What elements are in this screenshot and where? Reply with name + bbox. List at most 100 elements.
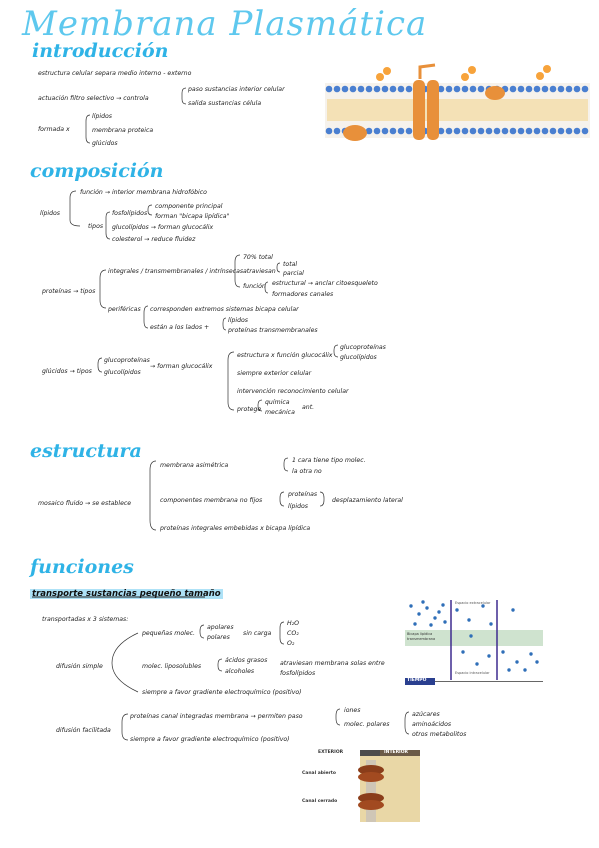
lipid-head [365,85,373,93]
lipid-head [581,127,589,135]
diffusion-bottom-label: Espacio intracelular [455,671,490,675]
comp-fosfo: fosfolípidos [112,210,148,217]
bracket-proteinas [99,269,107,309]
comp-p2: están a los lados + [150,324,210,331]
diffusion-illustration [405,600,543,685]
lipid-head [373,127,381,135]
lipid-head [573,85,581,93]
lipid-head [325,85,333,93]
bracket-lados [222,317,227,331]
func-pm-a: apolares [207,624,234,631]
section-funciones: funciones [30,556,134,578]
solute-dot [443,620,447,624]
comp-p2a: lípidos [228,317,249,324]
func-pc-b1: azúcares [412,711,440,718]
channel-open-label: Canal abierto [302,771,337,776]
lipid-head [565,85,573,93]
channel-illustration [358,750,420,822]
func-ml: molec. liposolubles [142,663,202,670]
bracket-gc1 [333,344,339,358]
section-introduccion: introducción [32,40,169,62]
lipid-head [437,85,445,93]
estr-e1: membrana asimétrica [160,462,229,469]
comp-gf: → forman glucocálix [150,363,213,370]
section-estructura: estructura [30,440,142,462]
func-difs: difusión simple [56,663,103,670]
lipid-head [333,85,341,93]
lipid-head [509,85,517,93]
lipid-head [445,85,453,93]
func-sg1: siempre a favor gradiente electroquímico… [142,689,302,696]
bracket-difusion-facilitada [121,713,129,741]
solute-dot [489,622,493,626]
lipid-head [493,127,501,135]
lipid-head [373,85,381,93]
estr-e2a: proteínas [288,491,318,498]
solute-dot [467,618,471,622]
estr-e1b: la otra no [292,468,322,475]
comp-g1: glucoproteínas [104,357,150,364]
lipid-head [469,85,477,93]
func-pc-b: molec. polares [344,721,390,728]
lipid-head [333,127,341,135]
solute-dot [429,623,433,627]
lipid-head [549,85,557,93]
lipid-head [461,127,469,135]
intro-line-2a: paso sustancias interior celular [188,86,285,93]
func-sg2: siempre a favor gradiente electroquímico… [130,736,290,743]
lipid-head [325,127,333,135]
lipid-head [381,127,389,135]
bracket-pm [199,624,205,639]
func-ml-c: atraviesan membrana solas entre fosfolíp… [280,660,385,677]
intro-line-2: actuación filtro selectivo → controla [38,95,149,102]
solute-dot [469,634,473,638]
channel-closed-label: Canal cerrado [302,799,338,804]
solute-dot [515,660,519,664]
lipid-head [405,127,413,135]
bracket-atraviesan [276,262,281,273]
intro-f1: lípidos [92,113,113,120]
solute-dot [455,608,459,612]
solute-dot [475,662,479,666]
solute-dot [421,600,425,604]
solute-dot [523,668,527,672]
bracket-componentes-right [319,491,325,507]
lipid-head [381,85,389,93]
comp-glucidos: glúcidos → tipos [42,368,92,375]
func-ml-b: alcoholes [225,668,255,675]
lipid-head [541,85,549,93]
func-sc2: CO₂ [287,630,299,637]
comp-i1: 70% total [243,254,273,261]
membrane-illustration [325,63,590,141]
lipid-head [389,85,397,93]
intro-f3: glúcidos [92,140,118,147]
comp-tipos: tipos [88,223,104,230]
estr-e2b: lípidos [288,503,309,510]
channel-figure: EXTERIOR INTERIOR Canal abierto Canal ce… [300,750,420,822]
comp-perifericas: periféricas [108,306,141,313]
func-ml-a: ácidos grasos [225,657,268,664]
lipid-head [549,127,557,135]
func-pc-a: iones [344,707,361,714]
bracket-glucidos [97,357,103,373]
func-sc1: H₂O [287,620,300,627]
solute-dot [507,668,511,672]
comp-lipidos: lípidos [40,210,61,217]
diffusion-figure: Espacio extracelular Bicapa lipídica tra… [405,600,543,685]
comp-gc1: estructura x función glucocálix [237,352,333,359]
func-pm-b: polares [207,634,230,641]
solute-dot [417,612,421,616]
comp-g2: glucolípidos [104,369,141,376]
bracket-componentes [279,491,285,507]
lipid-head [565,127,573,135]
lipid-head [405,85,413,93]
lipid-head [469,127,477,135]
solute-dot [487,654,491,658]
section-composicion: composición [30,160,164,182]
func-t1: transportadas x 3 sistemas: [42,616,129,623]
lipid-head [541,127,549,135]
comp-gc4a: química [265,399,290,406]
lipid-head [557,127,565,135]
comp-fosfo-b: forman "bicapa lipídica" [155,213,230,220]
lipid-head [485,127,493,135]
